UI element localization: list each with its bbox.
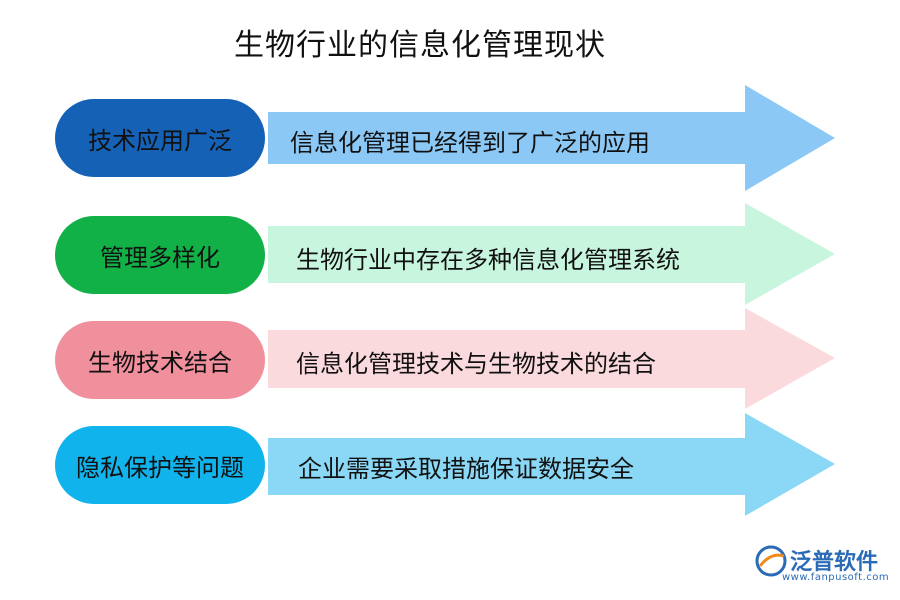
- logo-brand-text: 泛普软件: [790, 550, 879, 575]
- arrow-2: [268, 203, 835, 305]
- desc-2: 生物行业中存在多种信息化管理系统: [296, 246, 680, 274]
- arrow-2-shape: [268, 203, 835, 305]
- arrow-3-shape: [268, 308, 835, 409]
- diagram-title: 生物行业的信息化管理现状: [234, 28, 606, 63]
- row-1: 技术应用广泛 信息化管理已经得到了广泛的应用: [0, 85, 900, 195]
- arrow-1-shape: [268, 85, 835, 191]
- brand-logo: 泛普软件 www.fanpusoft.com: [754, 542, 889, 586]
- arrow-1: [268, 85, 835, 191]
- desc-3: 信息化管理技术与生物技术的结合: [296, 350, 656, 378]
- row-3: 生物技术结合 信息化管理技术与生物技术的结合: [0, 308, 900, 418]
- arrow-3: [268, 308, 835, 409]
- pill-3-label: 生物技术结合: [88, 348, 232, 377]
- desc-1: 信息化管理已经得到了广泛的应用: [290, 129, 650, 157]
- pill-3: 生物技术结合: [55, 321, 265, 399]
- row-4: 隐私保护等问题 企业需要采取措施保证数据安全: [0, 413, 900, 523]
- pill-2: 管理多样化: [55, 216, 265, 294]
- pill-4-label: 隐私保护等问题: [76, 453, 244, 482]
- arrow-4-shape: [268, 413, 835, 516]
- logo-url-text: www.fanpusoft.com: [782, 572, 890, 583]
- pill-1-label: 技术应用广泛: [88, 126, 232, 155]
- desc-4: 企业需要采取措施保证数据安全: [298, 455, 634, 483]
- pill-1: 技术应用广泛: [55, 99, 265, 177]
- row-2: 管理多样化 生物行业中存在多种信息化管理系统: [0, 203, 900, 313]
- logo-icon: [755, 545, 787, 577]
- pill-2-label: 管理多样化: [100, 243, 220, 272]
- pill-4: 隐私保护等问题: [55, 426, 265, 504]
- arrow-4: [268, 413, 835, 516]
